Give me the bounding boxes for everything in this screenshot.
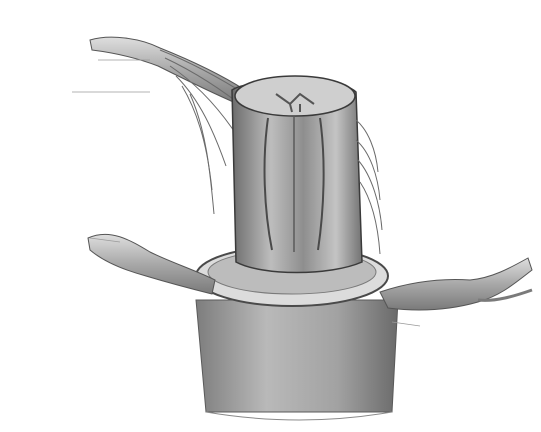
right-spinal-nerve xyxy=(380,258,532,310)
upper-nerve-bundle xyxy=(90,37,250,214)
left-spinal-nerve xyxy=(88,234,215,294)
spinal-cord-segment xyxy=(232,76,362,273)
vertebral-body xyxy=(196,300,398,420)
